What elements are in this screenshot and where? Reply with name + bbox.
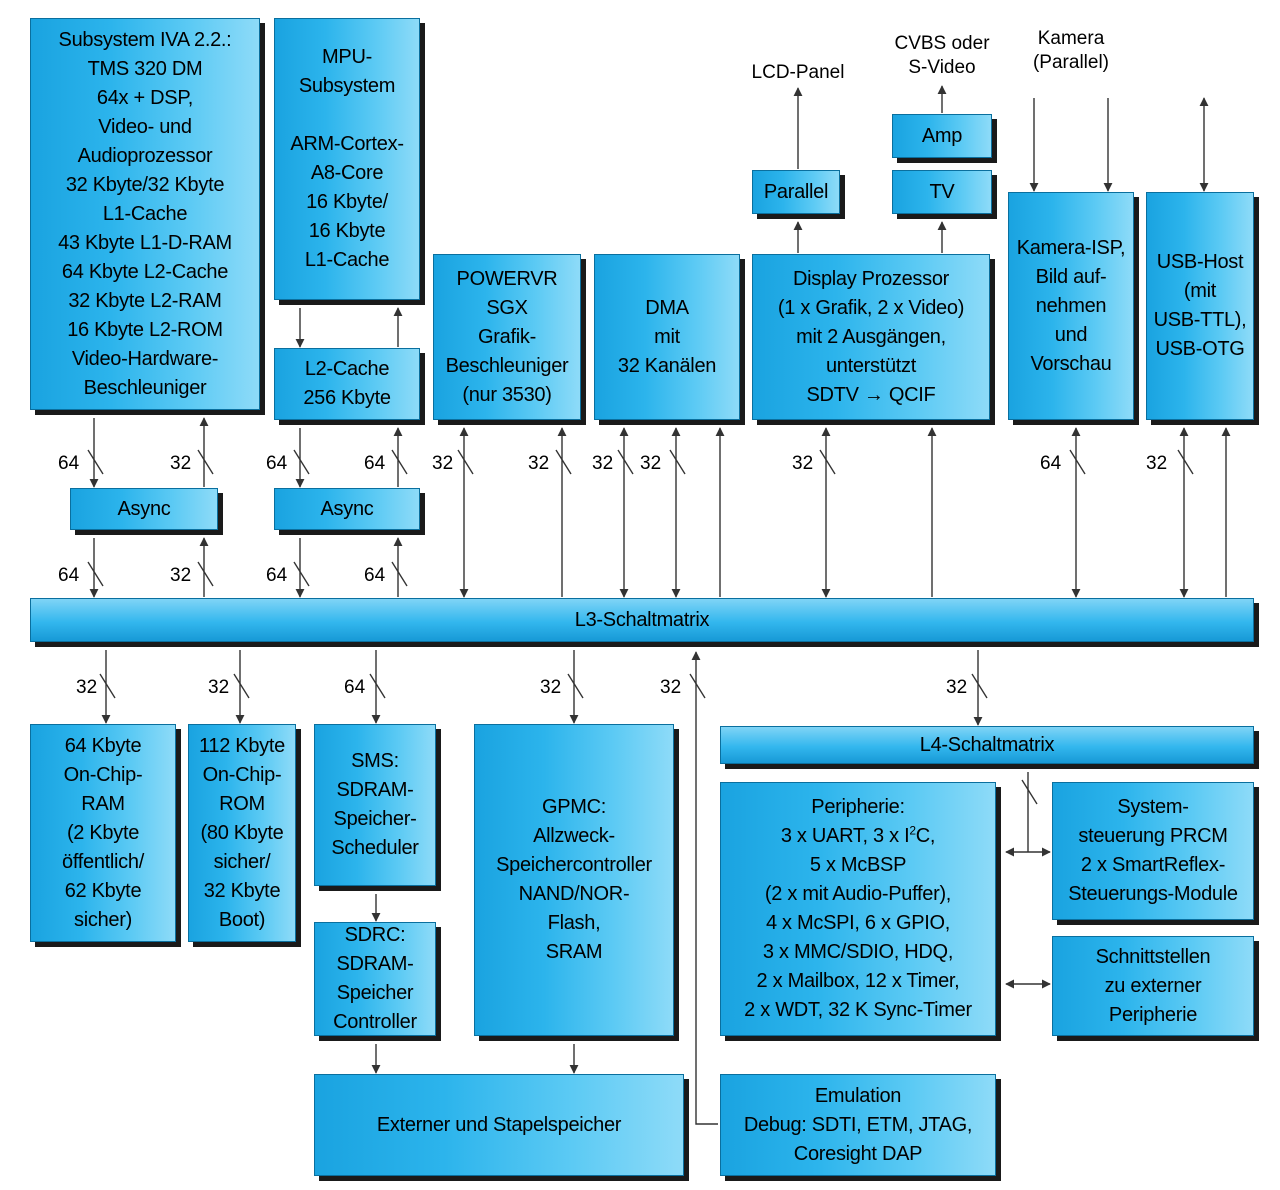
bus-width-tick	[555, 449, 572, 475]
connector-line	[691, 651, 718, 1125]
bus-width-label: 64	[364, 565, 386, 586]
bus-width-label: 64	[266, 453, 288, 474]
bus-width-tick	[293, 449, 310, 475]
bus-width-tick	[87, 449, 104, 475]
bus-width-tick	[391, 449, 408, 475]
async-block-iva: Async	[70, 488, 218, 530]
bus-width-tick	[1069, 449, 1086, 475]
bus-width-tick	[369, 673, 386, 699]
bus-width-label: 32	[208, 677, 230, 698]
iva-subsystem-block: Subsystem IVA 2.2.: TMS 320 DM 64x + DSP…	[30, 18, 260, 410]
bus-width-tick	[293, 561, 310, 587]
bus-width-label: 32	[640, 453, 662, 474]
bus-width-label: 32	[660, 677, 682, 698]
l3-interconnect-bus: L3-Schaltmatrix	[30, 598, 1254, 642]
bus-width-tick	[617, 449, 634, 475]
bus-width-label: 32	[76, 677, 98, 698]
onchip-rom-block: 112 Kbyte On-Chip- ROM (80 Kbyte sicher/…	[188, 724, 296, 942]
amp-block: Amp	[892, 114, 992, 158]
bus-width-label: 32	[592, 453, 614, 474]
bus-width-tick	[1021, 779, 1038, 805]
sdrc-block: SDRC: SDRAM- Speicher Controller	[314, 922, 436, 1036]
dma-block: DMA mit 32 Kanälen	[594, 254, 740, 420]
display-processor-block: Display Prozessor (1 x Grafik, 2 x Video…	[752, 254, 990, 420]
bus-width-tick	[197, 561, 214, 587]
bus-width-label: 64	[364, 453, 386, 474]
bus-width-label: 32	[946, 677, 968, 698]
bus-width-tick	[689, 673, 706, 699]
camera-parallel-label: Kamera (Parallel)	[1032, 28, 1110, 73]
tv-block: TV	[892, 170, 992, 214]
sms-block: SMS: SDRAM- Speicher- Scheduler	[314, 724, 436, 886]
l2-cache-block: L2-Cache 256 Kbyte	[274, 348, 420, 420]
bus-width-tick	[1177, 449, 1194, 475]
lcd-panel-label: LCD-Panel	[751, 62, 845, 83]
mpu-subsystem-block: MPU- Subsystem ARM-Cortex- A8-Core 16 Kb…	[274, 18, 420, 300]
bus-width-tick	[197, 449, 214, 475]
prcm-block: System- steuerung PRCM 2 x SmartReflex- …	[1052, 782, 1254, 920]
l4-interconnect-bus: L4-Schaltmatrix	[720, 726, 1254, 764]
bus-width-label: 32	[540, 677, 562, 698]
bus-width-label: 32	[170, 453, 192, 474]
bus-width-tick	[99, 673, 116, 699]
bus-width-tick	[669, 449, 686, 475]
bus-width-label: 64	[344, 677, 366, 698]
gpmc-block: GPMC: Allzweck- Speichercontroller NAND/…	[474, 724, 674, 1036]
powervr-sgx-block: POWERVR SGX Grafik- Beschleuniger (nur 3…	[433, 254, 581, 420]
bus-width-tick	[233, 673, 250, 699]
onchip-ram-block: 64 Kbyte On-Chip- RAM (2 Kbyte öffentlic…	[30, 724, 176, 942]
bus-width-label: 32	[432, 453, 454, 474]
external-memory-block: Externer und Stapelspeicher	[314, 1074, 684, 1176]
async-block-mpu: Async	[274, 488, 420, 530]
bus-width-label: 64	[58, 453, 80, 474]
cvbs-svideo-label: CVBS oder S-Video	[894, 33, 990, 78]
bus-width-label: 32	[792, 453, 814, 474]
bus-width-label: 64	[266, 565, 288, 586]
bus-width-tick	[87, 561, 104, 587]
peripherie-block: Peripherie: 3 x UART, 3 x I2C, 5 x McBSP…	[720, 782, 996, 1036]
bus-width-tick	[567, 673, 584, 699]
bus-width-label: 64	[1040, 453, 1062, 474]
emulation-debug-block: Emulation Debug: SDTI, ETM, JTAG, Coresi…	[720, 1074, 996, 1176]
bus-width-label: 32	[528, 453, 550, 474]
bus-width-tick	[391, 561, 408, 587]
usb-host-block: USB-Host (mit USB-TTL), USB-OTG	[1146, 192, 1254, 420]
bus-width-tick	[457, 449, 474, 475]
camera-isp-block: Kamera-ISP, Bild auf- nehmen und Vorscha…	[1008, 192, 1134, 420]
parallel-block: Parallel	[752, 170, 840, 214]
bus-width-label: 32	[1146, 453, 1168, 474]
external-interfaces-block: Schnittstellen zu externer Peripherie	[1052, 936, 1254, 1036]
bus-width-label: 64	[58, 565, 80, 586]
bus-width-label: 32	[170, 565, 192, 586]
bus-width-tick	[819, 449, 836, 475]
bus-width-tick	[971, 673, 988, 699]
